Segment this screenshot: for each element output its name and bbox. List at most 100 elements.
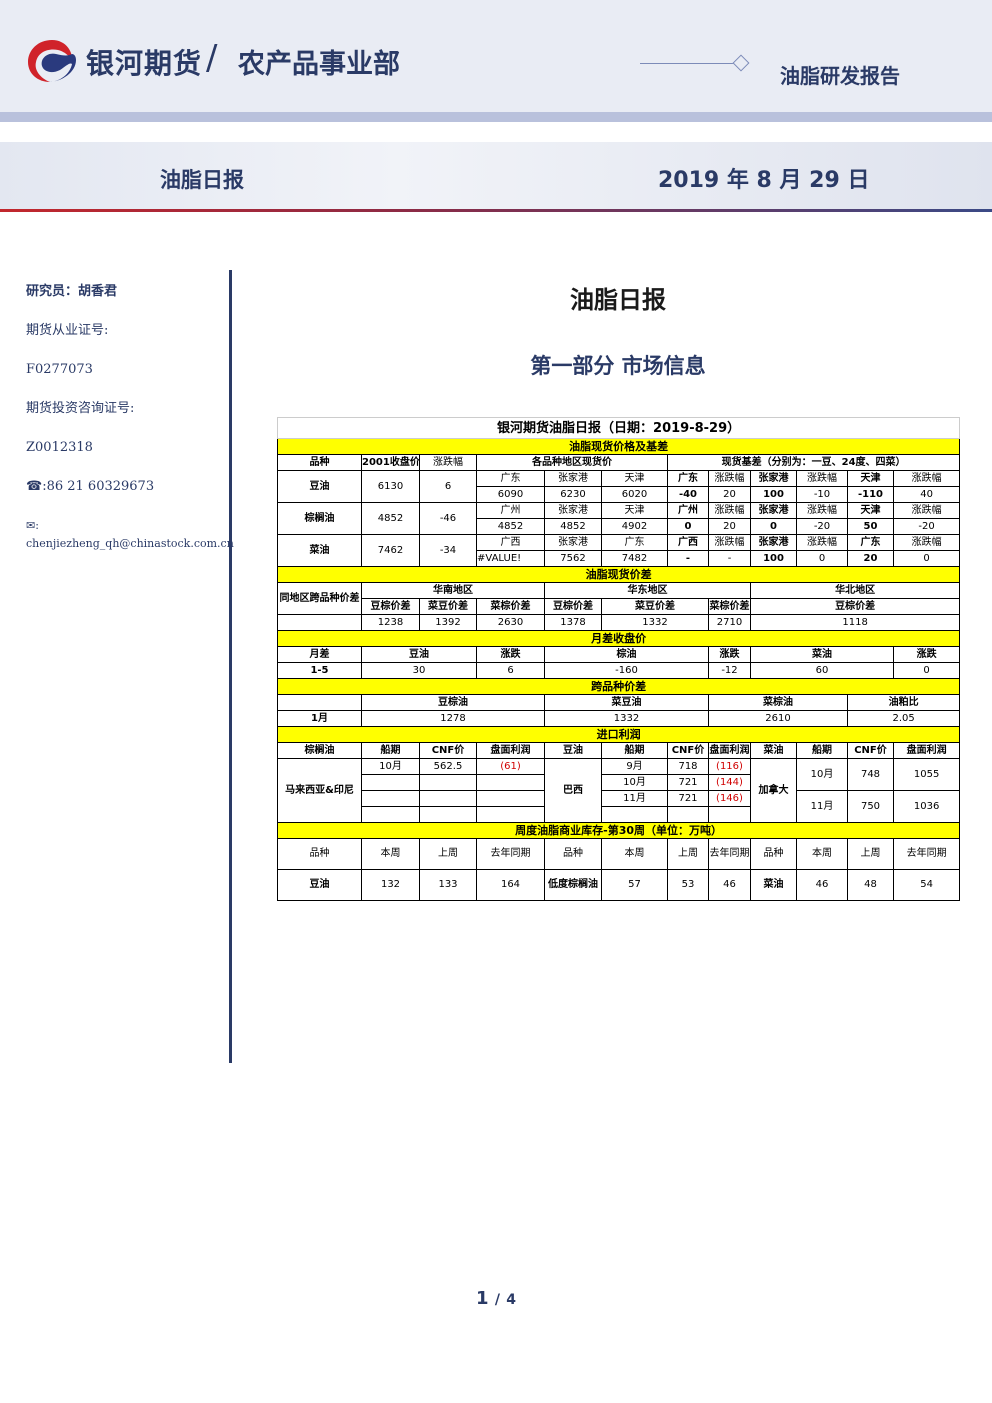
table-cell: CNF价 [667,742,709,759]
table-cell: - [667,550,709,567]
table-cell: 11月 [796,790,848,823]
table-cell: - [708,550,751,567]
consult-number: Z0012318 [26,440,93,455]
table-cell: (146) [708,790,751,807]
table-cell: 6 [476,662,545,679]
title-band-underline [0,209,992,212]
table-cell: 豆棕价差 [544,598,602,615]
report-date: 2019 年 8 月 29 日 [658,168,870,193]
table-cell: 船期 [796,742,848,759]
table-cell: 6020 [601,486,668,503]
table-cell: 广西 [476,534,545,551]
table-cell: 涨跌幅 [708,534,751,551]
spread-row-label: 同地区跨品种价差 [277,582,362,615]
table-cell: 10月 [601,774,668,791]
table-cell: 40 [892,486,961,503]
table-cell: 豆棕油 [361,694,545,711]
table-cell: 上周 [419,838,477,870]
email: ✉: chenjiezheng_qh@chinastock.com.cn [26,519,234,550]
table-cell: 100 [750,486,797,503]
table-cell: 1118 [749,614,961,631]
table-cell: -10 [796,486,848,503]
table-cell: 涨跌幅 [796,502,848,519]
table-cell: 豆棕价差 [361,598,420,615]
table-cell: 广州 [476,502,545,519]
table-cell: 广州 [667,502,709,519]
table-cell: 11月 [601,790,668,807]
region-east: 华东地区 [544,582,751,599]
page-number: 1 / 4 [0,1288,992,1309]
table-cell: 涨跌幅 [892,534,961,551]
sidebar-info: 研究员：胡香君 期货从业证号: F0277073 期货投资咨询证号: Z0012… [26,283,234,556]
table-cell: 60 [750,662,894,679]
table-cell: -20 [796,518,848,535]
table-cell: -20 [892,518,961,535]
brand-name: 银河期货 [86,47,203,80]
table-cell: #VALUE! [476,550,545,567]
table-cell: 4852 [544,518,602,535]
table-cell: 涨跌幅 [892,470,961,487]
table-cell: 1月 [277,710,362,727]
table-cell [667,806,709,823]
table-cell: 54 [892,869,961,901]
table-cell: 750 [847,790,894,823]
table-cell: 46 [796,869,848,901]
table-cell: 菜豆油 [544,694,709,711]
section-title: 第一部分 市场信息 [530,354,706,378]
table-cell: 133 [419,869,477,901]
table-cell: 10月 [796,758,848,791]
page-separator: / [494,1292,500,1308]
table-cell: 豆棕价差 [749,598,961,615]
table-cell: (116) [708,758,751,775]
table-cell: 721 [667,774,709,791]
oil-daily-table: 银河期货油脂日报（日期：2019-8-29） 油脂现货价格及基差 品种 2001… [276,417,961,901]
table-cell [361,790,420,807]
table-cell: 上周 [847,838,894,870]
table-cell: 广东 [667,470,709,487]
table-cell: 20 [847,550,894,567]
table-cell: 1-5 [277,662,362,679]
table-cell: 张家港 [750,502,797,519]
table-cell: 菜棕油 [708,694,848,711]
table-cell: 7482 [601,550,668,567]
soy-change: 6 [419,470,477,503]
table-cell: 53 [667,869,709,901]
table-cell: 天津 [601,470,668,487]
variety-rapeseed: 菜油 [277,534,362,567]
table-cell: 1238 [361,614,420,631]
table-cell [419,806,477,823]
table-cell: 涨跌 [476,646,545,663]
soy-close: 6130 [361,470,420,503]
table-cell: 棕榈油 [277,742,362,759]
table-cell: 菜油 [750,742,797,759]
table-cell: 1036 [892,790,961,823]
sidebar-divider [229,270,232,1063]
table-cell: 2.05 [846,710,961,727]
table-cell: 本周 [796,838,848,870]
table-cell: 0 [667,518,709,535]
table-cell: 7562 [544,550,602,567]
table-cell: 1378 [544,614,602,631]
consult-label: 期货投资咨询证号: [26,401,135,416]
title-band [0,142,992,210]
table-cell: 132 [361,869,420,901]
table-cell: 0 [892,662,961,679]
rapeseed-change: -34 [419,534,477,567]
table-cell: 100 [750,550,797,567]
section-cross-title: 跨品种价差 [276,678,961,695]
table-cell [361,774,420,791]
table-cell: 20 [708,486,751,503]
table-cell: 涨跌 [708,646,751,663]
table-cell [601,806,668,823]
table-cell [419,774,477,791]
table-cell [708,806,751,823]
table-cell: 盘面利润 [476,742,545,759]
section-month-title: 月差收盘价 [276,630,961,647]
table-cell: CNF价 [847,742,894,759]
table-cell: -40 [667,486,709,503]
table-cell: 菜油 [750,646,894,663]
table-cell: 4852 [476,518,545,535]
table-cell: 1055 [892,758,961,791]
table-cell: 油粕比 [846,694,961,711]
table-cell: 6090 [476,486,545,503]
